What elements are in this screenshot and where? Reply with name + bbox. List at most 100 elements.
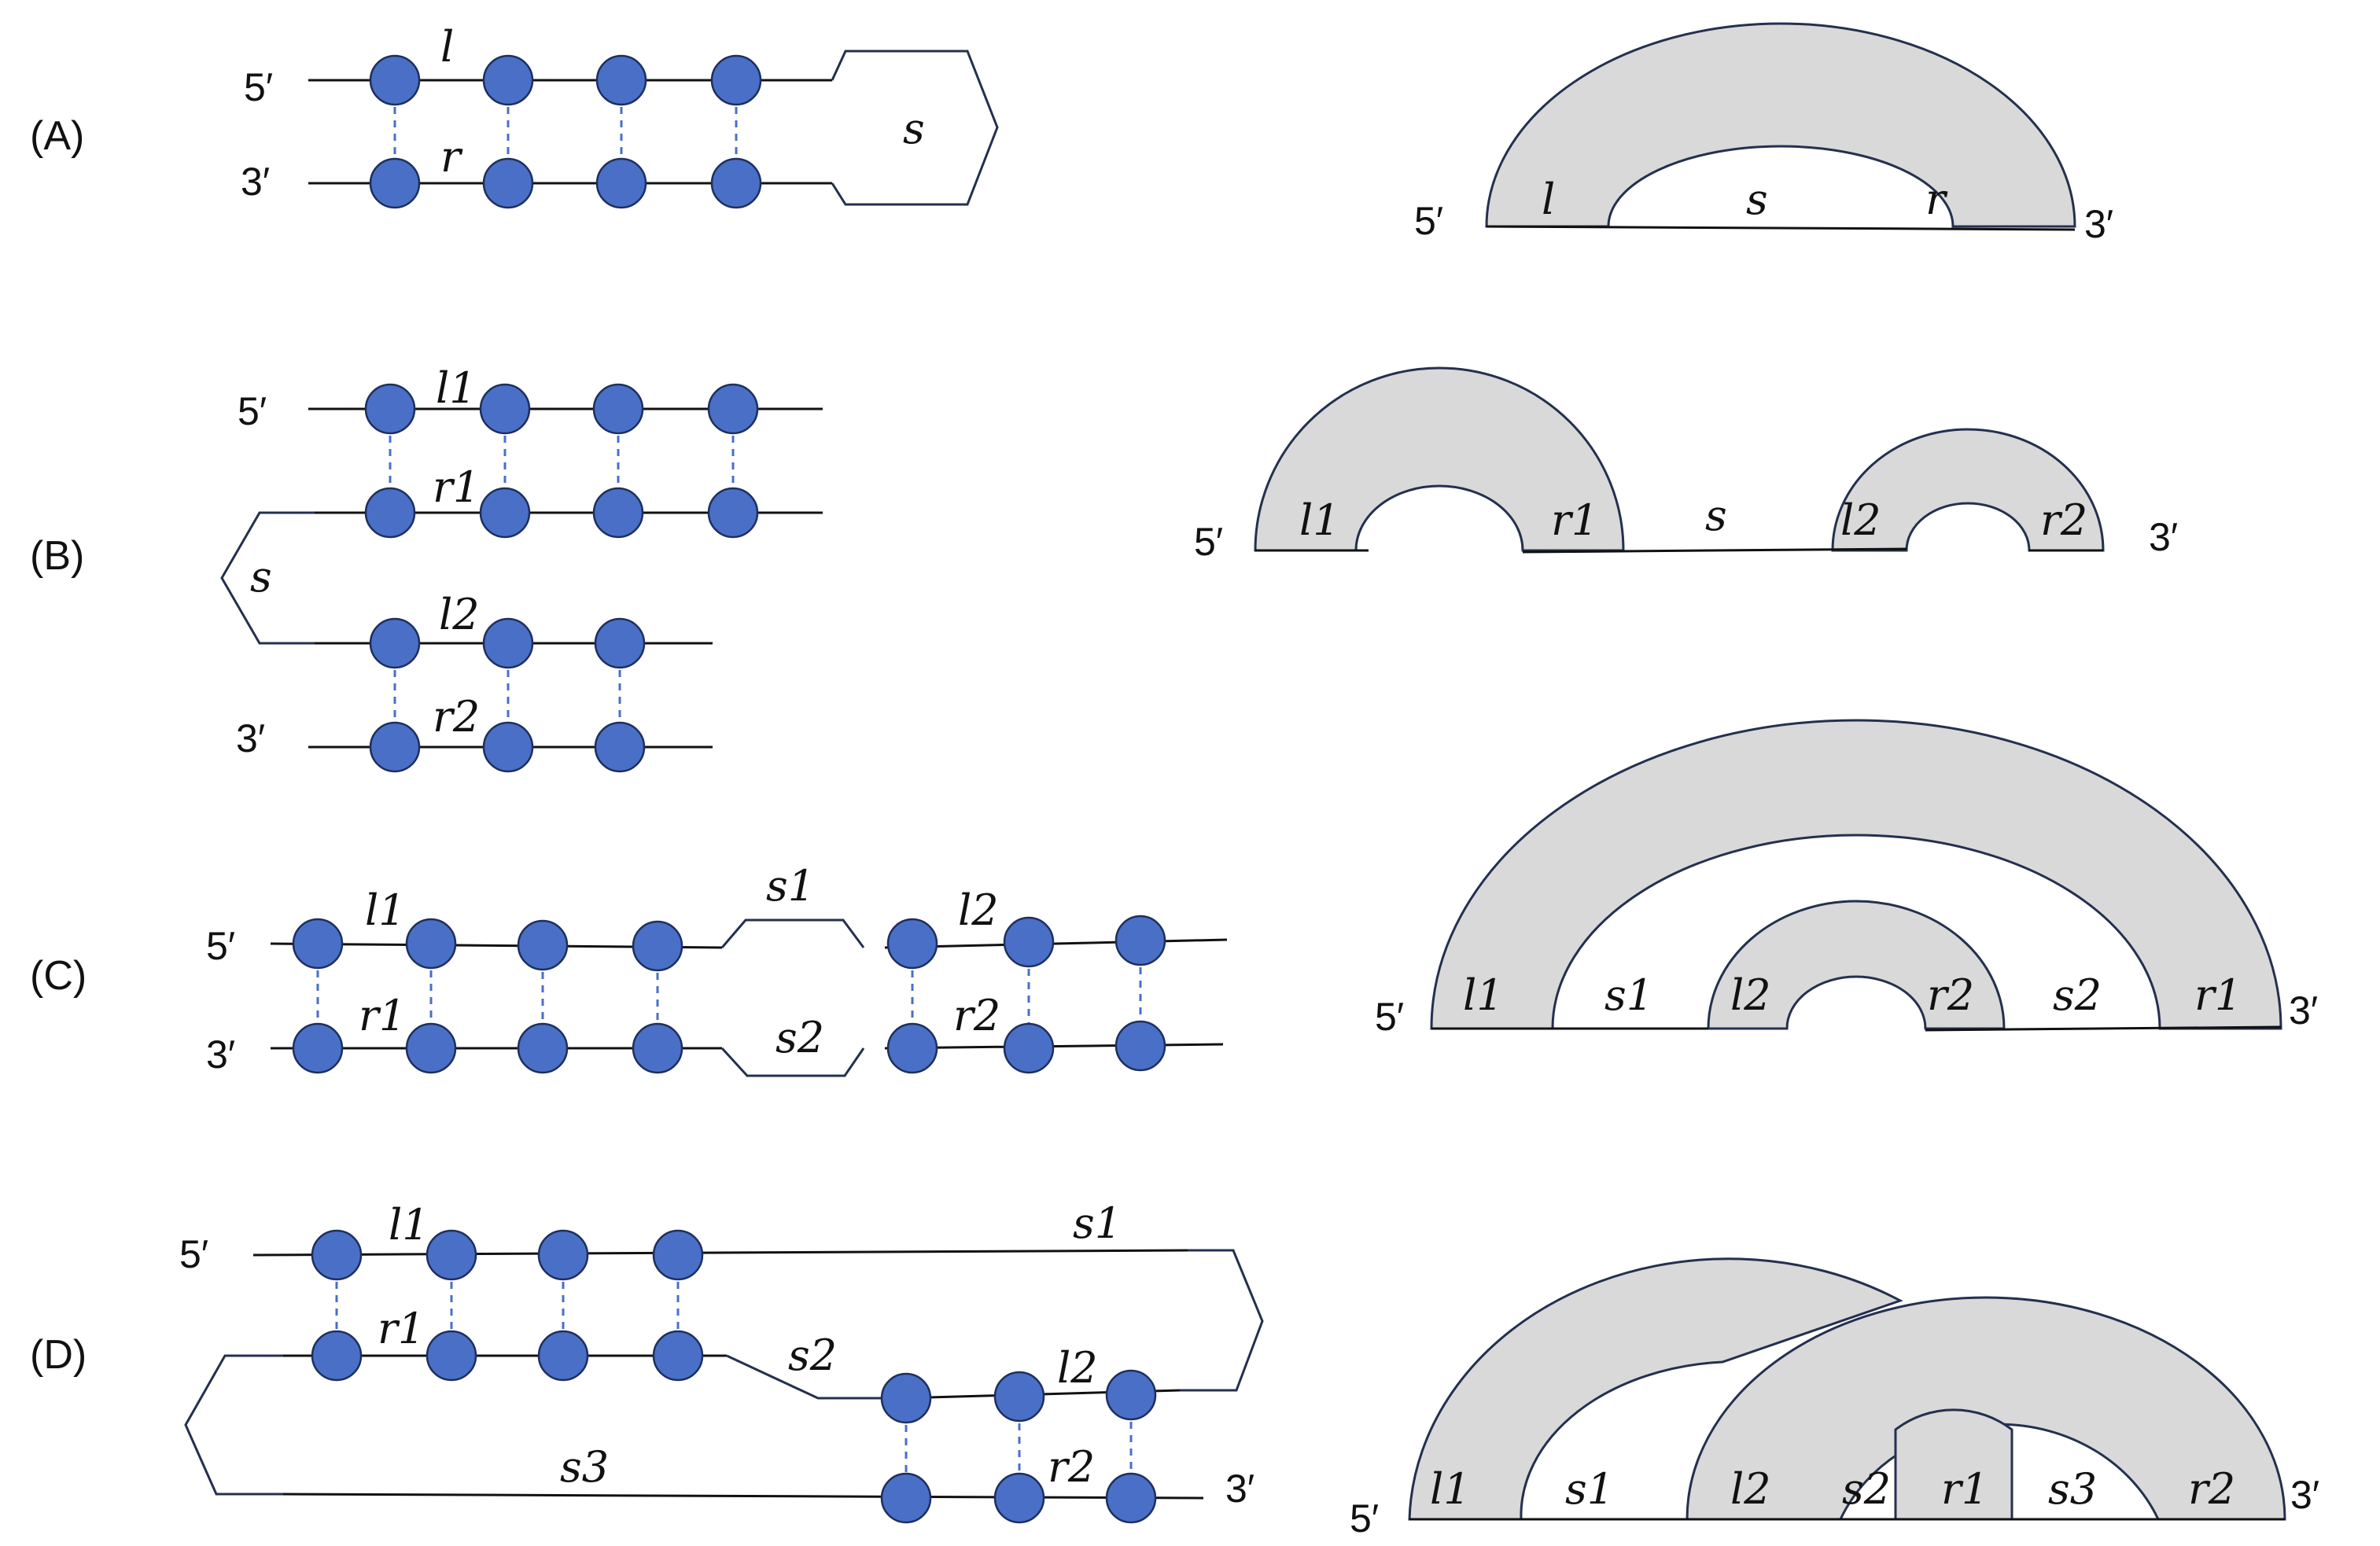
top-strand (884, 938, 1228, 949)
segment-label-l2: l2 (439, 590, 480, 639)
three-prime-label: 3′ (241, 160, 270, 204)
nucleotide (426, 1330, 477, 1382)
nucleotide (592, 383, 644, 435)
segment-label-r2: r2 (1048, 1442, 1095, 1492)
backbone-line (1522, 547, 1907, 554)
nucleotide (479, 383, 531, 435)
segment-label-l2: l2 (1840, 495, 1881, 545)
panel-c: (C) 5′ 3′ (30, 719, 2318, 1077)
segment-label-l: l (1542, 175, 1555, 224)
segment-label-s3: s3 (2048, 1464, 2097, 1514)
nucleotide (537, 1330, 589, 1382)
nucleotide (1114, 915, 1166, 966)
panel-b: (B) 5′ 3′ (30, 363, 2178, 773)
nucleotide (632, 920, 683, 972)
segment-label-s: s (903, 104, 925, 153)
nucleotide (482, 157, 534, 209)
five-prime-label: 5′ (238, 389, 267, 433)
segment-label-s: s (1746, 175, 1768, 224)
segment-label-l1: l1 (1299, 495, 1340, 545)
segment-label-s1: s1 (766, 861, 815, 911)
segment-label-r2: r2 (2188, 1464, 2235, 1514)
nucleotide (1114, 1020, 1166, 1072)
internal-loop-bottom (720, 1047, 865, 1077)
segment-label-s1: s1 (1604, 970, 1653, 1020)
panel-c-arc-diagram: 5′ 3′ l1 s1 l2 r2 s2 r1 (1375, 719, 2318, 1039)
panel-a-structure: 5′ 3′ l r s (241, 22, 999, 209)
segment-label-r1: r1 (359, 991, 406, 1040)
five-prime-label: 5′ (1194, 520, 1223, 564)
nucleotide (594, 617, 646, 669)
helix-r1-segment (1894, 1408, 2013, 1521)
nucleotide (482, 54, 534, 106)
segment-label-l1: l1 (436, 363, 477, 413)
five-prime-label: 5′ (1350, 1496, 1379, 1540)
nucleotide (517, 1022, 569, 1074)
segment-label-s1: s1 (1073, 1198, 1122, 1248)
three-prime-label: 3′ (2290, 1473, 2319, 1517)
panel-d: (D) 5′ 3′ (30, 1198, 2319, 1540)
panel-d-label: (D) (30, 1332, 87, 1378)
nucleotide (479, 487, 531, 539)
three-prime-label: 3′ (2084, 202, 2113, 246)
nucleotide (707, 383, 759, 435)
three-prime-label: 3′ (2289, 988, 2318, 1033)
nucleotide (405, 1022, 457, 1074)
backbone-line (1486, 225, 2076, 231)
three-prime-label: 3′ (206, 1033, 235, 1077)
segment-label-r1: r1 (2194, 970, 2242, 1020)
nucleotide (482, 721, 534, 773)
nucleotide (364, 383, 416, 435)
segment-label-s1: s1 (1565, 1464, 1614, 1514)
backbone-line (1925, 1025, 2282, 1032)
five-prime-label: 5′ (244, 65, 273, 109)
nucleotide (652, 1330, 704, 1382)
panel-b-label: (B) (30, 533, 84, 579)
nucleotide (880, 1472, 932, 1524)
pseudoknot-loop-s1 (1180, 1249, 1264, 1392)
panel-b-structure: 5′ 3′ (220, 363, 823, 773)
nucleotide (886, 918, 938, 970)
nucleotide (405, 918, 457, 970)
segment-label-l: l (440, 22, 454, 72)
segment-label-r: r (1925, 175, 1948, 224)
top-strand (252, 1249, 1188, 1257)
panel-a-label: (A) (30, 113, 84, 159)
nucleotides (364, 383, 759, 773)
three-prime-label: 3′ (236, 716, 265, 760)
segment-label-l1: l1 (1430, 1464, 1471, 1514)
segment-label-s3: s3 (560, 1442, 609, 1492)
nucleotide (886, 1022, 938, 1074)
panel-d-arc-diagram: 5′ 3′ l1 s1 l2 s2 r1 s3 r2 (1350, 1257, 2319, 1540)
hairpin-loop (220, 511, 315, 645)
nucleotide (517, 919, 569, 971)
linker-s2 (726, 1354, 901, 1400)
nucleotides (311, 1229, 1157, 1524)
segment-label-r1: r1 (1941, 1464, 1988, 1514)
nucleotide (482, 617, 534, 669)
nucleotides (292, 915, 1166, 1074)
segment-label-l1: l1 (1463, 970, 1504, 1020)
nucleotide (880, 1372, 932, 1424)
three-prime-label: 3′ (2149, 515, 2178, 559)
segment-label-l2: l2 (1057, 1343, 1098, 1393)
nucleotide (364, 487, 416, 539)
nucleotide (993, 1472, 1045, 1524)
five-prime-label: 5′ (1414, 199, 1443, 243)
nucleotide (369, 157, 421, 209)
segment-label-r1: r1 (433, 462, 480, 512)
segment-label-s: s (1705, 491, 1727, 540)
segment-label-r: r (440, 132, 463, 182)
nucleotide (595, 157, 647, 209)
segment-label-l2: l2 (1730, 1464, 1771, 1514)
nucleotide (311, 1330, 363, 1382)
five-prime-label: 5′ (206, 924, 235, 968)
nucleotide (292, 1022, 344, 1074)
nucleotide (369, 54, 421, 106)
nucleotide (537, 1229, 589, 1281)
panel-b-arc-diagram: 5′ 3′ l1 r1 s l2 r2 (1194, 366, 2178, 564)
helix-arc-1 (1254, 366, 1625, 552)
nucleotide (1105, 1369, 1157, 1421)
helix-arc (1485, 22, 2076, 228)
segment-label-s2: s2 (2053, 970, 2102, 1020)
